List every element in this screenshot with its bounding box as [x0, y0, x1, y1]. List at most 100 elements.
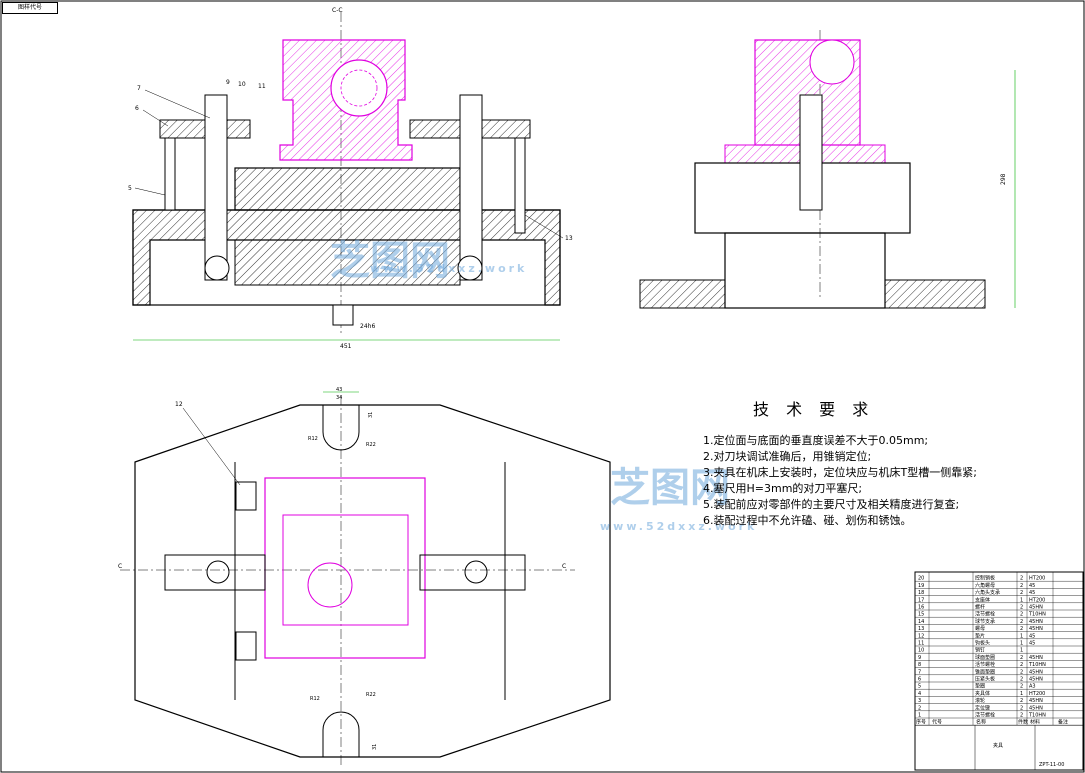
bom-material: 45HN: [1029, 669, 1043, 675]
side-body-lower: [724, 232, 886, 309]
right-bolt-eye: [457, 255, 483, 281]
left-bolt-eye: [204, 255, 230, 281]
bom-name: 滚轮: [975, 697, 985, 704]
bom-no: 8: [918, 662, 921, 668]
bom-header-cell: 名称: [976, 719, 986, 726]
side-support-column: [799, 94, 823, 211]
section-title: C-C: [332, 7, 343, 14]
balloon-11: 11: [258, 83, 266, 90]
locating-key: [332, 304, 354, 326]
bom-no: 15: [918, 612, 924, 618]
title-block-code: ZPT-11-00: [1039, 762, 1064, 768]
plan-outline: [134, 404, 611, 758]
bom-material: 45: [1029, 590, 1035, 596]
bom-material: 45HN: [1029, 619, 1043, 625]
dim-r-large-top: R22: [366, 442, 376, 448]
bom-material: T10HN: [1028, 713, 1046, 719]
leader-7: [144, 89, 211, 119]
dim-r-small-bottom: R12: [310, 696, 320, 702]
bom-name: 夹具体: [975, 690, 990, 697]
bom-material: 45HN: [1029, 705, 1043, 711]
bom-material: 45: [1029, 641, 1035, 647]
requirement-6: 6.装配过程中不允许磕、碰、划伤和锈蚀。: [703, 514, 912, 527]
bom-material: T10HN: [1028, 662, 1046, 668]
bom-qty: 2: [1020, 583, 1023, 589]
requirement-2: 2.对刀块调试准确后，用锥销定位;: [703, 450, 872, 463]
balloon-10: 10: [238, 81, 246, 88]
bom-material: 45: [1029, 583, 1035, 589]
bom-material: 45HN: [1029, 698, 1043, 704]
bom-no: 2: [918, 705, 921, 711]
bom-header-cell: 代号: [932, 719, 942, 726]
bom-header-cell: 序号: [916, 719, 926, 726]
bom-name: 垫圈: [975, 683, 985, 690]
balloon-7: 7: [137, 85, 141, 92]
bom-name: 六角头支承: [975, 589, 1000, 596]
bom-no: 1: [918, 713, 921, 719]
bore-inner: [340, 69, 378, 107]
balloon-6: 6: [135, 105, 139, 112]
bom-no: 20: [918, 576, 924, 582]
title-block-part: 夹具: [993, 742, 1003, 749]
plan-right-nut: [464, 560, 488, 584]
bom-no: 5: [918, 684, 921, 690]
bom-name: 垫片: [975, 632, 985, 639]
bom-qty: 2: [1020, 619, 1023, 625]
bom-qty: 2: [1020, 677, 1023, 683]
bom-name: 活节螺栓: [975, 661, 995, 668]
requirement-1: 1.定位面与底面的垂直度误差不大于0.05mm;: [703, 434, 929, 447]
bom-no: 9: [918, 655, 921, 661]
bom-material: A3: [1029, 684, 1036, 690]
bom-qty: 2: [1020, 590, 1023, 596]
bom-name: 螺杆: [975, 604, 985, 611]
dim-r-large-bottom: R22: [366, 692, 376, 698]
bom-header-cell: 件数: [1018, 719, 1028, 726]
right-swing-bolt: [459, 94, 483, 281]
bom-material: 45HN: [1029, 605, 1043, 611]
dim-fit: 24h6: [360, 323, 375, 330]
bom-qty: 1: [1020, 597, 1023, 603]
watermark-url-2: www.52dxxz.work: [600, 520, 758, 533]
dim-r-small-top: R12: [308, 436, 318, 442]
plan-workpiece-bore: [307, 562, 353, 608]
bom-no: 6: [918, 677, 921, 683]
plan-left-nut: [206, 560, 230, 584]
bom-material: HT200: [1029, 597, 1045, 603]
bom-name: 球面垫圈: [975, 654, 995, 661]
bom-qty: 1: [1020, 641, 1023, 647]
leader-6: [142, 109, 169, 127]
bom-no: 7: [918, 669, 921, 675]
bom-no: 4: [918, 691, 921, 697]
bom-qty: 2: [1020, 684, 1023, 690]
bom-qty: 2: [1020, 655, 1023, 661]
drawing-code-tag: 图样代号: [2, 2, 58, 14]
bom-no: 18: [918, 590, 924, 596]
balloon-9: 9: [226, 79, 230, 86]
bom-material: T10HN: [1028, 612, 1046, 618]
clamp-plate: [234, 167, 461, 211]
bom-no: 12: [918, 633, 924, 639]
lower-plate: [234, 239, 461, 286]
bom-no: 10: [918, 648, 924, 654]
side-right-foot: [884, 279, 986, 309]
bom-qty: 1: [1020, 691, 1023, 697]
bom-name: 钩板头: [975, 640, 990, 647]
bom-material: 45HN: [1029, 655, 1043, 661]
plan-view: C C 43 34 31 31 R12 R22 R12 R22 12: [118, 387, 611, 765]
balloon-12: 12: [175, 401, 183, 408]
bom-no: 3: [918, 698, 921, 704]
